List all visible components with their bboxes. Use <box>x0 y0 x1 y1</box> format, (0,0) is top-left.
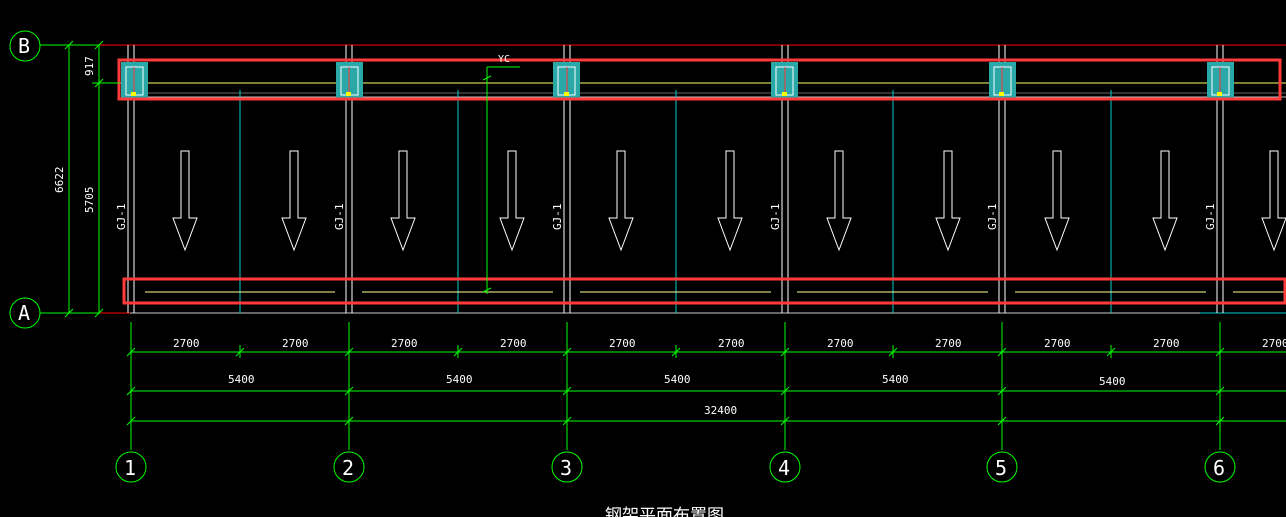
axis-bubble-6[interactable]: 6 <box>1204 451 1236 483</box>
column-base-1 <box>121 62 148 100</box>
svg-text:2: 2 <box>342 456 354 480</box>
dimension-tick <box>1215 347 1225 357</box>
dimension-tick <box>126 386 136 396</box>
purlin-lines <box>239 90 1286 314</box>
dimension-tick <box>235 347 245 357</box>
frame-label-2: GJ-1 <box>333 204 346 231</box>
dimension-tick <box>562 416 572 426</box>
axis-bubble-4[interactable]: 4 <box>769 451 801 483</box>
bay-dim: 2700 <box>1153 337 1180 350</box>
slope-arrow-icon <box>826 150 852 252</box>
column-base-2 <box>336 62 363 100</box>
dim-overall: 6622 <box>53 167 66 194</box>
bottom-dimension-lines <box>130 322 1286 450</box>
span-dim: 5400 <box>446 373 473 386</box>
dimension-tick <box>997 416 1007 426</box>
left-dimensions <box>40 40 120 318</box>
dimension-tick <box>562 386 572 396</box>
span-dim: 5400 <box>664 373 691 386</box>
svg-text:B: B <box>18 34 30 58</box>
dimension-tick <box>1106 347 1116 357</box>
dimension-tick <box>344 386 354 396</box>
dimension-tick <box>562 347 572 357</box>
frame-label-1: GJ-1 <box>115 204 128 231</box>
frame-label-4: GJ-1 <box>769 204 782 231</box>
frame-label-5: GJ-1 <box>986 204 999 231</box>
frame-labels: GJ-1 GJ-1 GJ-1 GJ-1 GJ-1 GJ-1 <box>115 204 1217 231</box>
column-base-5 <box>989 62 1016 100</box>
highlight-top-row <box>117 58 1282 101</box>
column-base-4 <box>771 62 798 100</box>
svg-text:5: 5 <box>995 456 1007 480</box>
dimension-tick <box>453 347 463 357</box>
svg-text:6: 6 <box>1213 456 1225 480</box>
dimension-tick <box>997 386 1007 396</box>
bay-dim: 2700 <box>609 337 636 350</box>
dimension-tick <box>344 416 354 426</box>
axis-bubble-3[interactable]: 3 <box>551 451 583 483</box>
axis-bubble-5[interactable]: 5 <box>986 451 1018 483</box>
span-dim: 5400 <box>228 373 255 386</box>
span-dim: 5400 <box>1099 375 1126 388</box>
drawing-title: 钢架平面布置图 <box>605 506 724 517</box>
frame-label-6: GJ-1 <box>1204 204 1217 231</box>
column-base-6 <box>1207 62 1234 100</box>
highlight-bottom-row <box>122 277 1286 305</box>
svg-text:A: A <box>18 301 30 325</box>
bay-dim: 2700 <box>1262 337 1286 350</box>
frame-label-3: GJ-1 <box>551 204 564 231</box>
dimension-tick <box>1215 416 1225 426</box>
bay-dim: 2700 <box>718 337 745 350</box>
slope-arrows <box>172 150 1286 252</box>
yc-brace-marker <box>482 66 520 294</box>
slope-arrow-icon <box>935 150 961 252</box>
dimension-tick <box>1215 386 1225 396</box>
slope-arrow-icon <box>1152 150 1178 252</box>
dim-main: 5705 <box>83 187 96 214</box>
axis-bubble-a[interactable]: A <box>9 297 41 329</box>
dimension-tick <box>126 416 136 426</box>
span-dim: 5400 <box>882 373 909 386</box>
slope-arrow-icon <box>281 150 307 252</box>
dimension-tick <box>888 347 898 357</box>
bay-dim: 2700 <box>391 337 418 350</box>
bay-dim: 2700 <box>935 337 962 350</box>
svg-text:3: 3 <box>560 456 572 480</box>
slope-arrow-icon <box>1044 150 1070 252</box>
span-dimensions: 5400 5400 5400 5400 5400 <box>228 373 1126 388</box>
dimension-tick <box>780 347 790 357</box>
dim-top: 917 <box>83 56 96 76</box>
yc-label: YC <box>498 54 510 65</box>
dimension-tick <box>997 347 1007 357</box>
svg-text:1: 1 <box>124 456 136 480</box>
dimension-tick <box>671 347 681 357</box>
bay-dim: 2700 <box>1044 337 1071 350</box>
slope-arrow-icon <box>172 150 198 252</box>
slope-arrow-icon <box>499 150 525 252</box>
dimension-tick <box>780 386 790 396</box>
slope-arrow-icon <box>717 150 743 252</box>
bay-dim: 2700 <box>282 337 309 350</box>
axis-bubble-1[interactable]: 1 <box>115 451 147 483</box>
slope-arrow-icon <box>390 150 416 252</box>
slope-arrow-icon <box>608 150 634 252</box>
bay-dim: 2700 <box>500 337 527 350</box>
axis-bubble-2[interactable]: 2 <box>333 451 365 483</box>
bay-dim: 2700 <box>827 337 854 350</box>
axis-bubble-b[interactable]: B <box>9 30 41 62</box>
slope-arrow-icon <box>1261 150 1286 252</box>
bay-dimensions: 2700 2700 2700 2700 2700 2700 2700 2700 … <box>173 337 1286 350</box>
dimension-tick <box>126 347 136 357</box>
column-base-3 <box>553 62 580 100</box>
column-bases <box>121 62 1234 100</box>
total-dimension: 32400 <box>704 404 737 417</box>
bay-dim: 2700 <box>173 337 200 350</box>
dimension-tick <box>344 347 354 357</box>
dimension-tick <box>780 416 790 426</box>
svg-text:4: 4 <box>778 456 790 480</box>
